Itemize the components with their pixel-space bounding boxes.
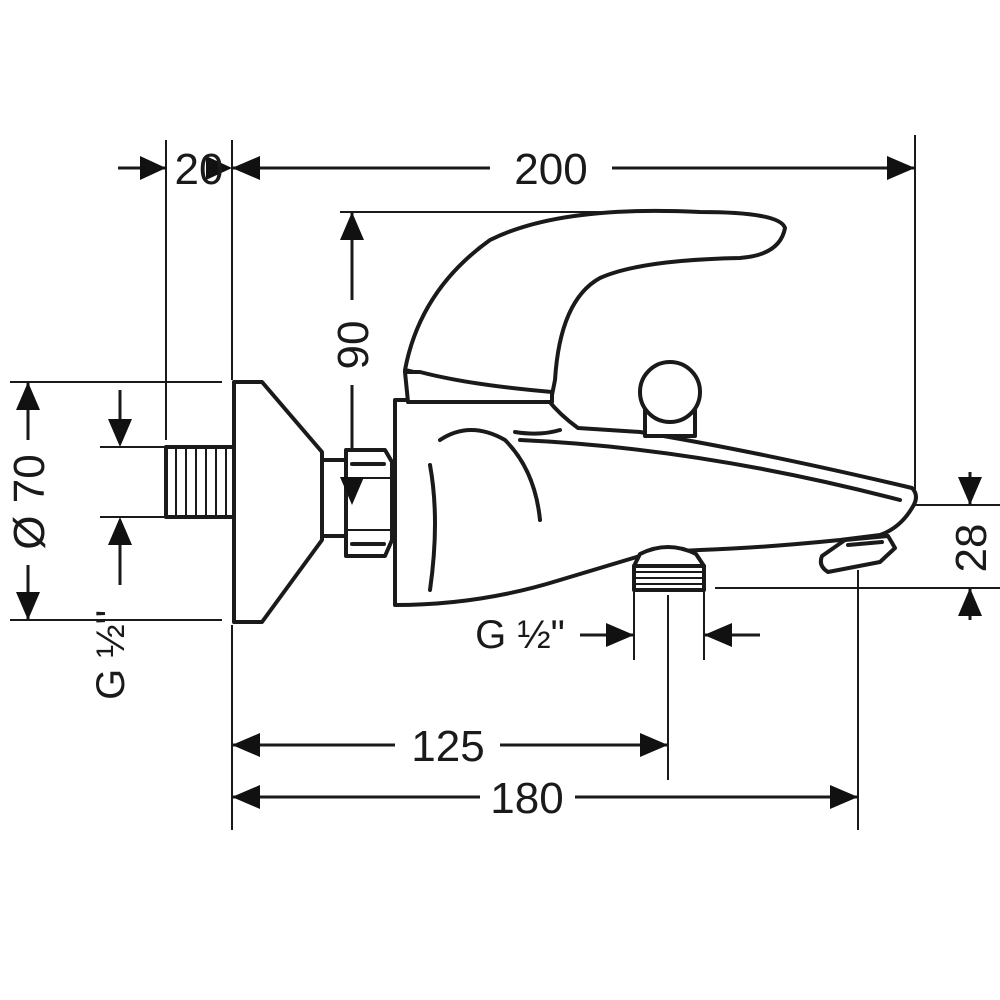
arrow-left-icon [704, 623, 732, 647]
dim-label-spout-height: 28 [947, 524, 996, 573]
arrow-down-icon [340, 477, 364, 505]
dim-label-wall-offset: 20 [175, 145, 224, 194]
arrow-down-icon [958, 477, 982, 505]
spout-aerator [818, 534, 897, 574]
dimension-spout-height: 28 [947, 472, 996, 620]
dim-label-outlet-distance: 125 [411, 722, 484, 771]
arrow-right-icon [206, 156, 232, 180]
bottom-outlet [632, 545, 706, 592]
dim-label-lever-height: 90 [329, 321, 378, 370]
outlet-thread-label: G ½" [475, 613, 565, 657]
arrow-down-icon [108, 419, 132, 447]
arrow-up-icon [340, 212, 364, 240]
arrow-up-icon [958, 588, 982, 616]
arrow-left-icon [232, 733, 260, 757]
dimension-inlet-thread: G ½" [89, 390, 133, 700]
arrow-right-icon [830, 785, 858, 809]
arrow-up-icon [16, 382, 40, 410]
dimension-flange-diameter: Ø 70 [5, 382, 54, 620]
arrow-right-icon [640, 733, 668, 757]
dimension-outlet-thread: G ½" [475, 613, 760, 657]
diverter-knob [638, 360, 702, 438]
arrow-left-icon [232, 156, 260, 180]
arrow-right-icon [606, 623, 634, 647]
dim-label-total-length: 200 [514, 145, 587, 194]
dimension-wall-offset: 20 [118, 145, 232, 194]
lever-handle [403, 208, 787, 404]
arrow-up-icon [108, 517, 132, 545]
dim-label-flange-diameter: Ø 70 [5, 454, 54, 549]
inlet-nipple [164, 445, 236, 519]
inlet-thread-label: G ½" [89, 610, 133, 700]
arrow-down-icon [16, 592, 40, 620]
arrow-right-icon [887, 156, 915, 180]
mixer-body [393, 398, 918, 607]
connector-nut [320, 448, 394, 558]
dimension-total-length: 200 [232, 145, 915, 194]
dim-label-spout-reach: 180 [490, 774, 563, 823]
arrow-left-icon [232, 785, 260, 809]
wall-flange [232, 380, 324, 624]
faucet-assembly [164, 208, 918, 624]
arrow-right-icon [140, 156, 166, 180]
dimension-spout-reach: 180 [232, 774, 858, 823]
dimension-outlet-distance: 125 [232, 722, 668, 771]
